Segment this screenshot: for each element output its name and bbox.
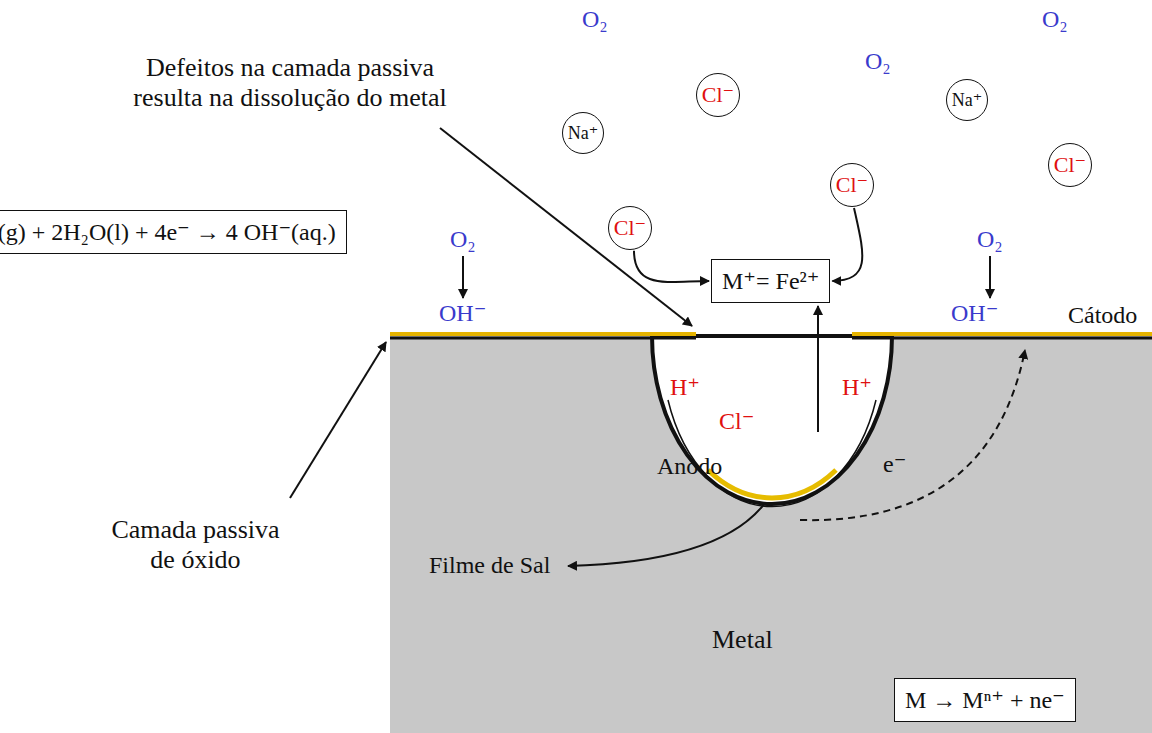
chloride-ion: Cl⁻ xyxy=(1048,143,1092,187)
chloride-ion: Cl⁻ xyxy=(696,73,740,117)
cathode-label: Cátodo xyxy=(1068,302,1137,330)
node-text: Cl⁻ xyxy=(1054,152,1086,178)
ion-migration-arrow xyxy=(832,208,862,281)
passive-layer-black xyxy=(852,337,1152,340)
salt-film-leader xyxy=(568,503,765,566)
node-text: Cl⁻ xyxy=(836,172,868,198)
passive-layer-black xyxy=(390,337,696,340)
oxygen-label: O₂ xyxy=(582,6,608,34)
passive-layer-label: Camada passiva de óxido xyxy=(103,515,288,575)
oxygen-arrow xyxy=(989,256,991,298)
anode-reaction-box: M → Mⁿ⁺ + ne⁻ xyxy=(894,678,1076,722)
hydroxide-label: OH⁻ xyxy=(439,300,486,328)
oxygen-arrow xyxy=(462,256,464,298)
passive-layer xyxy=(390,332,696,336)
electron-label: e⁻ xyxy=(883,451,906,479)
chloride-ion: Cl⁻ xyxy=(608,206,652,250)
node-text: Na⁺ xyxy=(952,89,983,111)
passive-layer-leader xyxy=(290,342,386,498)
chloride-ion: Cl⁻ xyxy=(830,163,874,207)
metal-ion-box: M⁺= Fe²⁺ xyxy=(711,259,830,303)
node-text: M⁺= Fe²⁺ xyxy=(722,268,819,294)
hydrogen-ion-label: H⁺ xyxy=(842,374,872,402)
anode-label: Anodo xyxy=(657,453,722,481)
node-text: M → Mⁿ⁺ + ne⁻ xyxy=(905,687,1065,713)
hydrogen-ion-label: H⁺ xyxy=(670,374,700,402)
hydroxide-label: OH⁻ xyxy=(951,300,998,328)
salt-film-label: Filme de Sal xyxy=(429,552,550,580)
metal-label: Metal xyxy=(712,625,773,655)
passive-layer xyxy=(852,332,1152,336)
node-text: O₂(g) + 2H₂O(l) + 4e⁻ → 4 OH⁻(aq.) xyxy=(0,219,336,245)
node-text: Cl⁻ xyxy=(614,215,646,241)
chloride-label: Cl⁻ xyxy=(719,408,754,436)
oxygen-label: O₂ xyxy=(1042,6,1068,34)
defect-leader xyxy=(440,128,692,326)
oxygen-label: O₂ xyxy=(450,226,476,254)
sodium-ion: Na⁺ xyxy=(562,112,604,154)
metal-block xyxy=(390,336,1152,733)
defect-note: Defeitos na camada passiva resulta na di… xyxy=(125,53,455,113)
oxygen-label: O₂ xyxy=(865,48,891,76)
pit-cavity xyxy=(652,336,892,504)
oxygen-label: O₂ xyxy=(977,226,1003,254)
node-text: Cl⁻ xyxy=(702,82,734,108)
ion-migration-arrow xyxy=(634,251,709,282)
sodium-ion: Na⁺ xyxy=(946,79,988,121)
electron-path xyxy=(800,350,1025,520)
salt-film xyxy=(708,470,836,498)
cathode-reaction-box: O₂(g) + 2H₂O(l) + 4e⁻ → 4 OH⁻(aq.) xyxy=(0,210,347,254)
dissolution-arrow xyxy=(817,306,819,432)
node-text: Na⁺ xyxy=(568,122,599,144)
